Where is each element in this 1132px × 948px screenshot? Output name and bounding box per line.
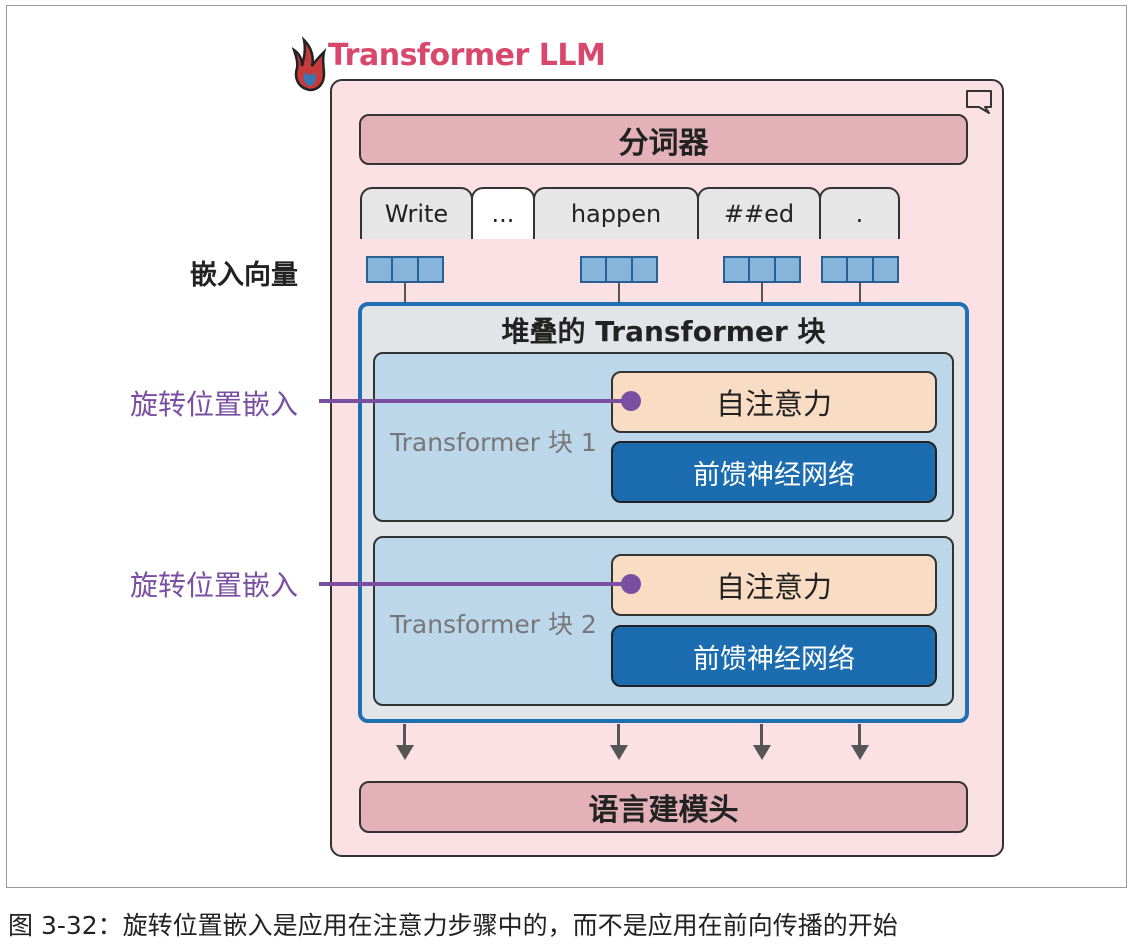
embedding-connector — [761, 283, 763, 303]
rope-label: 旋转位置嵌入 — [130, 569, 299, 602]
embedding-vector — [821, 256, 899, 283]
rope-connector — [319, 399, 631, 403]
arrow-down-icon — [851, 745, 869, 760]
feed-forward-box: 前馈神经网络 — [611, 441, 937, 503]
embedding-connector — [404, 283, 406, 303]
feed-forward-box: 前馈神经网络 — [611, 625, 937, 687]
output-arrow — [760, 724, 763, 746]
embedding-vector — [580, 256, 658, 283]
output-arrow — [403, 724, 406, 746]
output-arrow — [858, 724, 861, 746]
llm-title: Transformer LLM — [328, 38, 606, 73]
token: Write — [360, 187, 473, 239]
block-label: Transformer 块 2 — [390, 610, 597, 639]
embedding-vector — [723, 256, 801, 283]
self-attention-box: 自注意力 — [611, 371, 937, 433]
flame-logo-icon — [292, 36, 327, 92]
embedding-connector — [859, 283, 861, 303]
lm-head-bar: 语言建模头 — [359, 781, 968, 833]
token: ##ed — [697, 187, 821, 239]
embedding-vector — [366, 256, 444, 283]
rope-connector — [319, 582, 631, 586]
figure-caption: 图 3-32：旋转位置嵌入是应用在注意力步骤中的，而不是应用在前向传播的开始 — [8, 911, 898, 940]
token: happen — [533, 187, 699, 239]
embedding-label: 嵌入向量 — [190, 260, 298, 291]
stack-title: 堆叠的 Transformer 块 — [501, 315, 826, 348]
token: . — [819, 187, 900, 239]
block-label: Transformer 块 1 — [390, 428, 597, 457]
rope-dot — [621, 391, 641, 411]
chat-bubble-icon — [966, 90, 992, 114]
rope-dot — [621, 574, 641, 594]
arrow-down-icon — [610, 745, 628, 760]
figure-frame — [6, 5, 1127, 888]
output-arrow — [617, 724, 620, 746]
embedding-connector — [618, 283, 620, 303]
token: ... — [471, 187, 535, 239]
rope-label: 旋转位置嵌入 — [130, 388, 299, 421]
self-attention-box: 自注意力 — [611, 554, 937, 616]
arrow-down-icon — [753, 745, 771, 760]
tokenizer-bar: 分词器 — [359, 114, 968, 165]
arrow-down-icon — [396, 745, 414, 760]
